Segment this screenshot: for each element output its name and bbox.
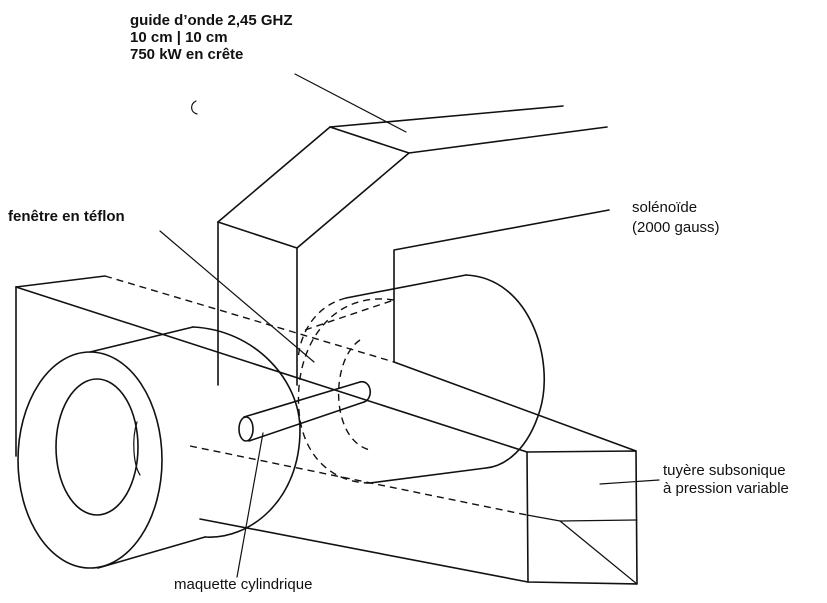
teflon-window-label: fenêtre en téflon xyxy=(8,208,125,225)
cylindrical-model xyxy=(238,380,371,442)
waveguide-label-line3: 750 kW en crête xyxy=(130,46,244,63)
nozzle-label-line1: tuyère subsonique xyxy=(663,462,786,479)
nozzle-box xyxy=(15,275,638,585)
waveguide xyxy=(217,105,610,386)
leader-lines xyxy=(159,73,660,578)
solenoid-label: solénoïde (2000 gauss) xyxy=(632,198,720,238)
solenoid-label-line1: solénoïde xyxy=(632,199,698,216)
solenoid-label-line2: (2000 gauss) xyxy=(632,219,720,236)
nozzle-label: tuyère subsonique à pression variable xyxy=(663,462,789,498)
nozzle-label-line2: à pression variable xyxy=(663,480,789,497)
waveguide-label: guide d’onde 2,45 GHZ 10 cm | 10 cm 750 … xyxy=(130,12,293,63)
stray-mark xyxy=(191,100,198,115)
waveguide-label-line1: guide d’onde 2,45 GHZ xyxy=(130,12,293,29)
model-label: maquette cylindrique xyxy=(174,576,313,593)
solenoid-rear xyxy=(297,274,546,484)
solenoid-front xyxy=(17,326,301,569)
waveguide-label-line2: 10 cm | 10 cm xyxy=(130,29,228,46)
